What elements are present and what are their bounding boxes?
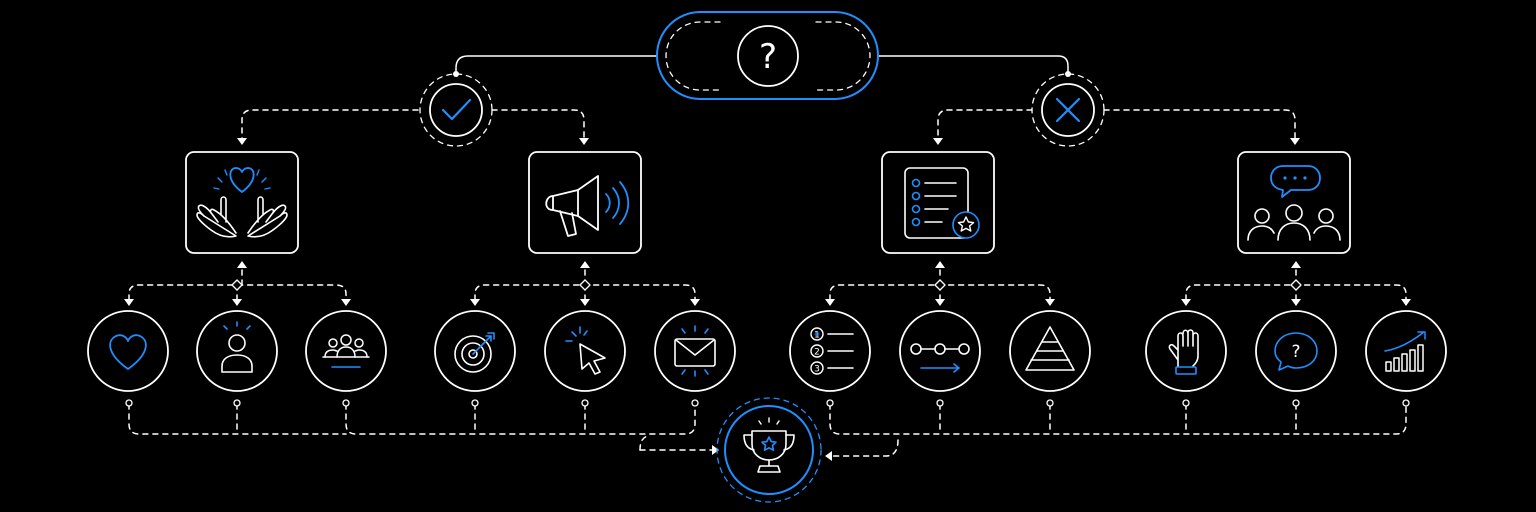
child-node-raised-hand: [1145, 310, 1227, 392]
child-node-question-bubble: ?: [1255, 310, 1337, 392]
list-number-3: 3: [814, 365, 820, 375]
category-box-care: [185, 151, 299, 254]
distributors: [128, 265, 1407, 301]
child-node-group: [305, 310, 387, 392]
check-icon: [441, 98, 472, 121]
connector-no-left: [937, 109, 1033, 139]
distributor-diamonds: [231, 279, 1302, 291]
question-mark-icon: [737, 25, 799, 87]
child-node-process: [899, 310, 981, 392]
arrowheads-down: [237, 138, 1300, 145]
connector-root-no: [877, 55, 1069, 75]
no-node: [1031, 73, 1105, 147]
root-node: ?: [656, 11, 879, 100]
category-box-community: [1237, 151, 1351, 254]
collectors: [128, 403, 1407, 457]
x-icon: [1055, 97, 1081, 123]
question-bubble-label: ?: [1291, 342, 1300, 362]
process-steps-icon: [910, 343, 970, 373]
category-box-checklist: [881, 151, 995, 254]
connector-root-yes: [455, 55, 658, 75]
connector-no-right: [1103, 109, 1296, 139]
person-icon: [221, 321, 253, 373]
checklist-star-icon: [904, 167, 980, 239]
yes-node: [419, 73, 493, 147]
connectors: [124, 55, 1411, 461]
child-node-click: [544, 310, 626, 392]
cursor-click-icon: [565, 326, 606, 375]
distributor-arrowheads: [124, 261, 1411, 306]
raised-hand-icon: [1168, 329, 1199, 375]
growth-chart-icon: [1384, 331, 1426, 372]
child-node-growth-chart: [1365, 310, 1447, 392]
envelope-icon: [674, 325, 716, 377]
trophy-icon: [743, 417, 795, 473]
connector-yes-left: [241, 109, 419, 139]
list-number-2: 2: [814, 348, 820, 358]
trophy-arrowheads: [712, 445, 832, 461]
root-label: ?: [759, 37, 777, 77]
hands-heart-icon: [196, 167, 288, 238]
target-icon: [454, 332, 495, 373]
group-icon: [322, 334, 370, 368]
child-nodes: 1 2 3: [87, 310, 1447, 392]
team-chat-icon: [1247, 165, 1341, 241]
child-node-pyramid: [1009, 310, 1091, 392]
megaphone-icon: [545, 175, 630, 237]
pyramid-icon: [1025, 326, 1075, 371]
goal-node: [716, 397, 822, 503]
child-node-numbered-list: 1 2 3: [789, 310, 871, 392]
heart-icon: [109, 334, 147, 370]
collector-dots: [125, 399, 1410, 407]
numbered-list-icon: 1 2 3: [810, 327, 854, 375]
question-bubble-icon: ?: [1274, 332, 1318, 371]
child-node-email: [654, 310, 736, 392]
child-node-heart: [87, 310, 169, 392]
category-box-outreach: [528, 151, 642, 254]
child-node-person: [196, 310, 278, 392]
connector-yes-right: [491, 109, 585, 139]
child-node-target: [434, 310, 516, 392]
